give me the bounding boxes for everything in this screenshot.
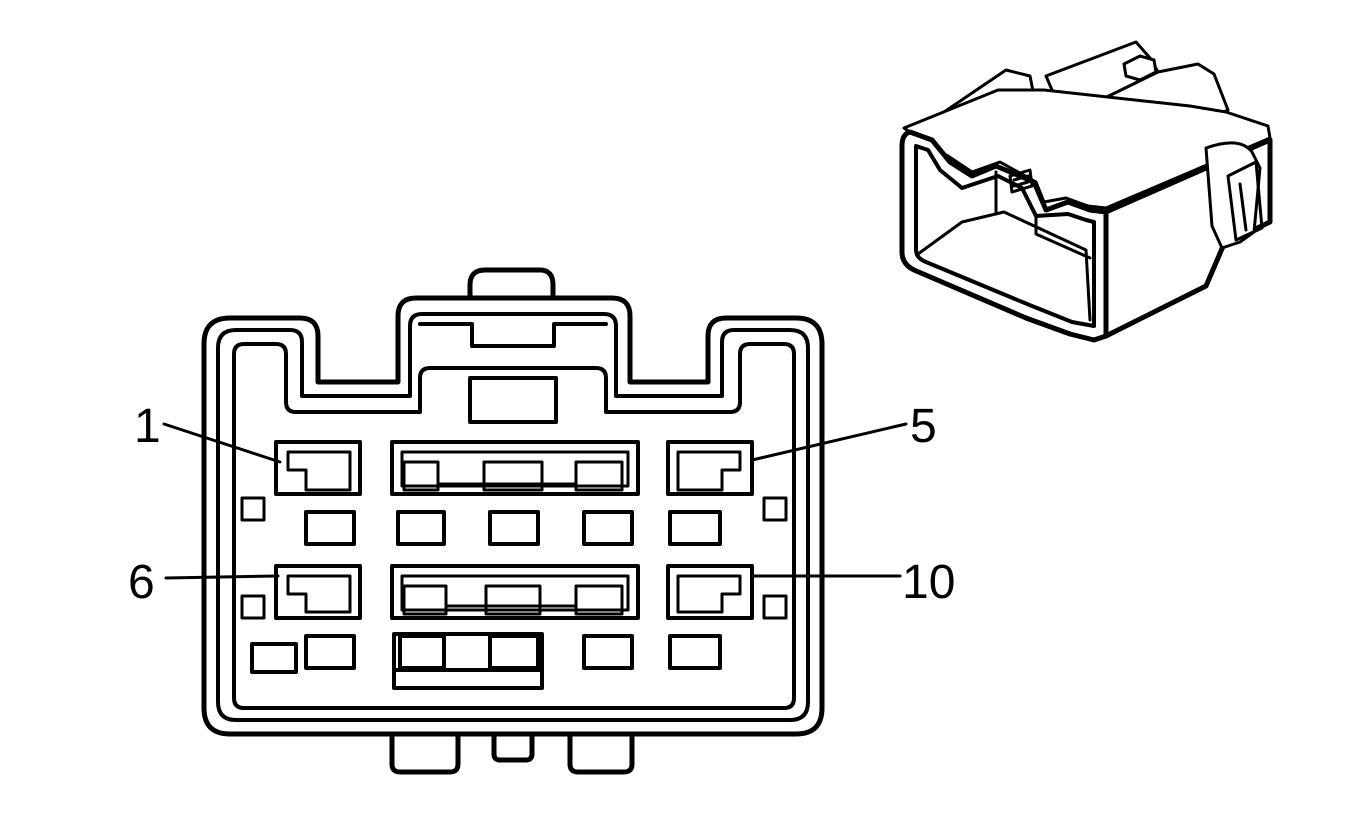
left-key-upper <box>240 496 266 522</box>
bottom-tab-right <box>567 731 635 775</box>
square-cavity-row-2 <box>250 632 722 690</box>
terminal-bus-frame-upper <box>400 450 630 488</box>
terminal-cavity-pin-10 <box>666 564 754 620</box>
housing-inner-outline <box>216 312 810 722</box>
iso-top-face <box>902 88 1272 210</box>
pin-label-1: 1 <box>134 400 161 453</box>
iso-side-latch-window <box>1226 160 1264 242</box>
terminal-cavity-pin-1 <box>274 440 362 496</box>
leader-line-pin-1 <box>162 422 282 464</box>
iso-inner-wall <box>994 170 1092 260</box>
iso-side-latch <box>1204 141 1262 250</box>
iso-front-opening-outer <box>899 129 1109 343</box>
bottom-tab-left <box>389 731 461 775</box>
cavity-outline <box>232 342 796 710</box>
terminal-pin-5 <box>676 450 742 492</box>
terminal-pin-4 <box>574 460 624 492</box>
connector-face-view: 1 5 6 10 <box>128 267 955 775</box>
right-key-upper <box>762 496 788 522</box>
terminal-pin-3 <box>482 460 544 492</box>
right-key-lower <box>762 594 788 620</box>
housing-outer-outline <box>201 295 825 737</box>
iso-top-slot <box>1122 54 1158 82</box>
terminal-cavity-pin-5 <box>666 440 754 496</box>
bottom-tab-center <box>491 731 535 763</box>
square-cavity <box>582 634 634 670</box>
leader-line-pin-5 <box>750 422 908 462</box>
pin-label-10: 10 <box>902 556 955 609</box>
square-cavity <box>668 510 722 546</box>
bottom-tabs <box>389 731 635 775</box>
square-cavity <box>304 634 356 670</box>
iso-interior-terminal <box>1008 168 1034 194</box>
square-cavity <box>396 510 446 546</box>
square-cavity-row-1 <box>304 510 722 546</box>
square-cavity <box>582 510 634 546</box>
iso-inner-floor <box>916 210 1092 322</box>
square-cavity <box>488 634 540 670</box>
square-cavity-pair-frame <box>392 632 544 690</box>
connector-isometric-view <box>899 40 1273 343</box>
center-latch-block <box>468 376 558 424</box>
terminal-pin-1 <box>286 450 352 492</box>
left-key-lower <box>240 594 266 620</box>
iso-side-latch-line <box>1238 182 1248 232</box>
terminal-row-1 <box>274 440 754 496</box>
leader-line-pin-6 <box>164 574 280 580</box>
top-locking-tab <box>467 267 556 301</box>
square-cavity <box>398 634 446 670</box>
terminal-cavity-pins-2-4 <box>390 440 640 496</box>
terminal-bus-frame-lower <box>400 574 630 612</box>
leader-lines <box>162 422 908 580</box>
terminal-cavity-pins-7-9 <box>390 564 640 620</box>
pin-label-5: 5 <box>910 400 937 453</box>
square-cavity <box>488 510 540 546</box>
terminal-pin-6 <box>286 574 352 614</box>
terminal-row-2 <box>274 564 754 620</box>
square-cavity <box>304 510 356 546</box>
terminal-pin-10 <box>676 574 742 614</box>
terminal-pin-2 <box>402 460 440 492</box>
center-latch-upper <box>418 322 608 348</box>
square-cavity <box>668 634 722 670</box>
terminal-cavity-pin-6 <box>274 564 362 620</box>
terminal-pin-7 <box>402 584 448 616</box>
pin-label-6: 6 <box>128 556 155 609</box>
square-cavity <box>250 642 298 674</box>
